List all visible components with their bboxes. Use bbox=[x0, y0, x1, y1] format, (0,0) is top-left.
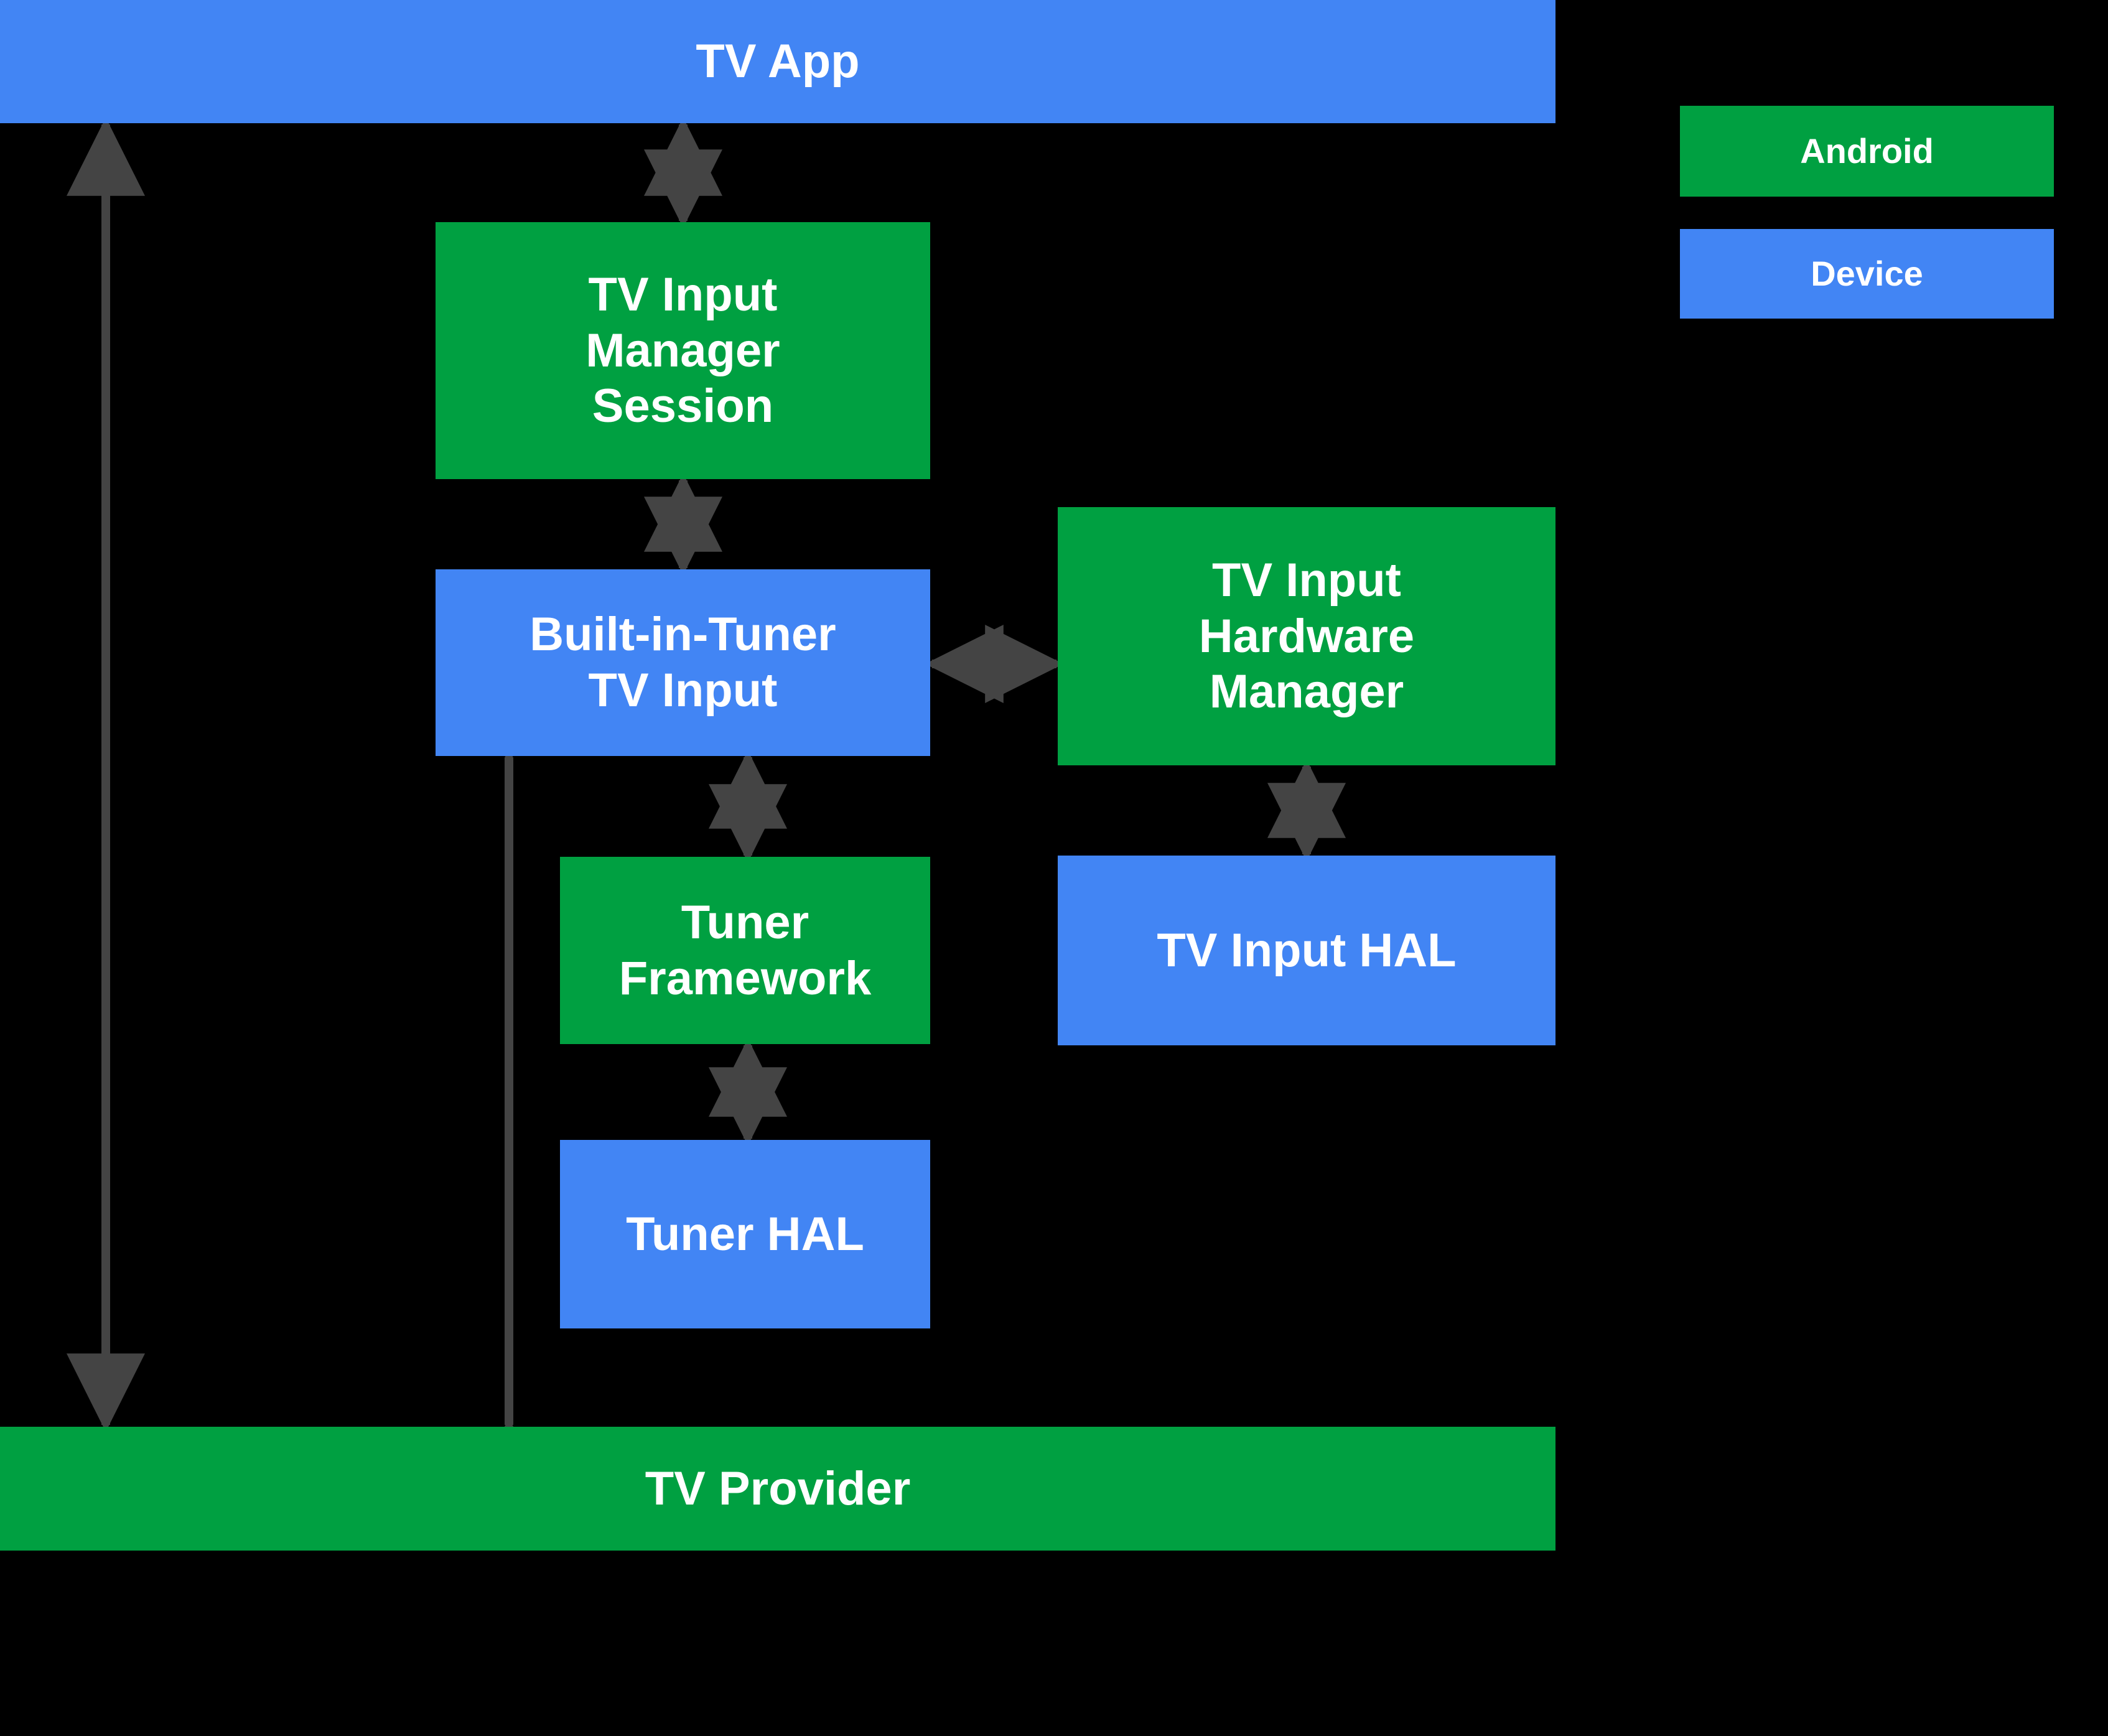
block-tuner-framework[interactable]: Tuner Framework bbox=[560, 857, 930, 1044]
legend-item-device: Device bbox=[1680, 229, 2054, 319]
block-tv-input-hardware-manager[interactable]: TV Input Hardware Manager bbox=[1058, 507, 1555, 765]
block-tuner-hal[interactable]: Tuner HAL bbox=[560, 1140, 930, 1328]
block-built-in-tuner-tv-input[interactable]: Built-in-Tuner TV Input bbox=[436, 569, 930, 756]
block-tv-provider[interactable]: TV Provider bbox=[0, 1427, 1555, 1551]
block-tv-input-manager-session[interactable]: TV Input Manager Session bbox=[436, 222, 930, 479]
block-tv-app[interactable]: TV App bbox=[0, 0, 1555, 123]
block-tv-input-hal[interactable]: TV Input HAL bbox=[1058, 856, 1555, 1045]
legend-item-android: Android bbox=[1680, 106, 2054, 197]
